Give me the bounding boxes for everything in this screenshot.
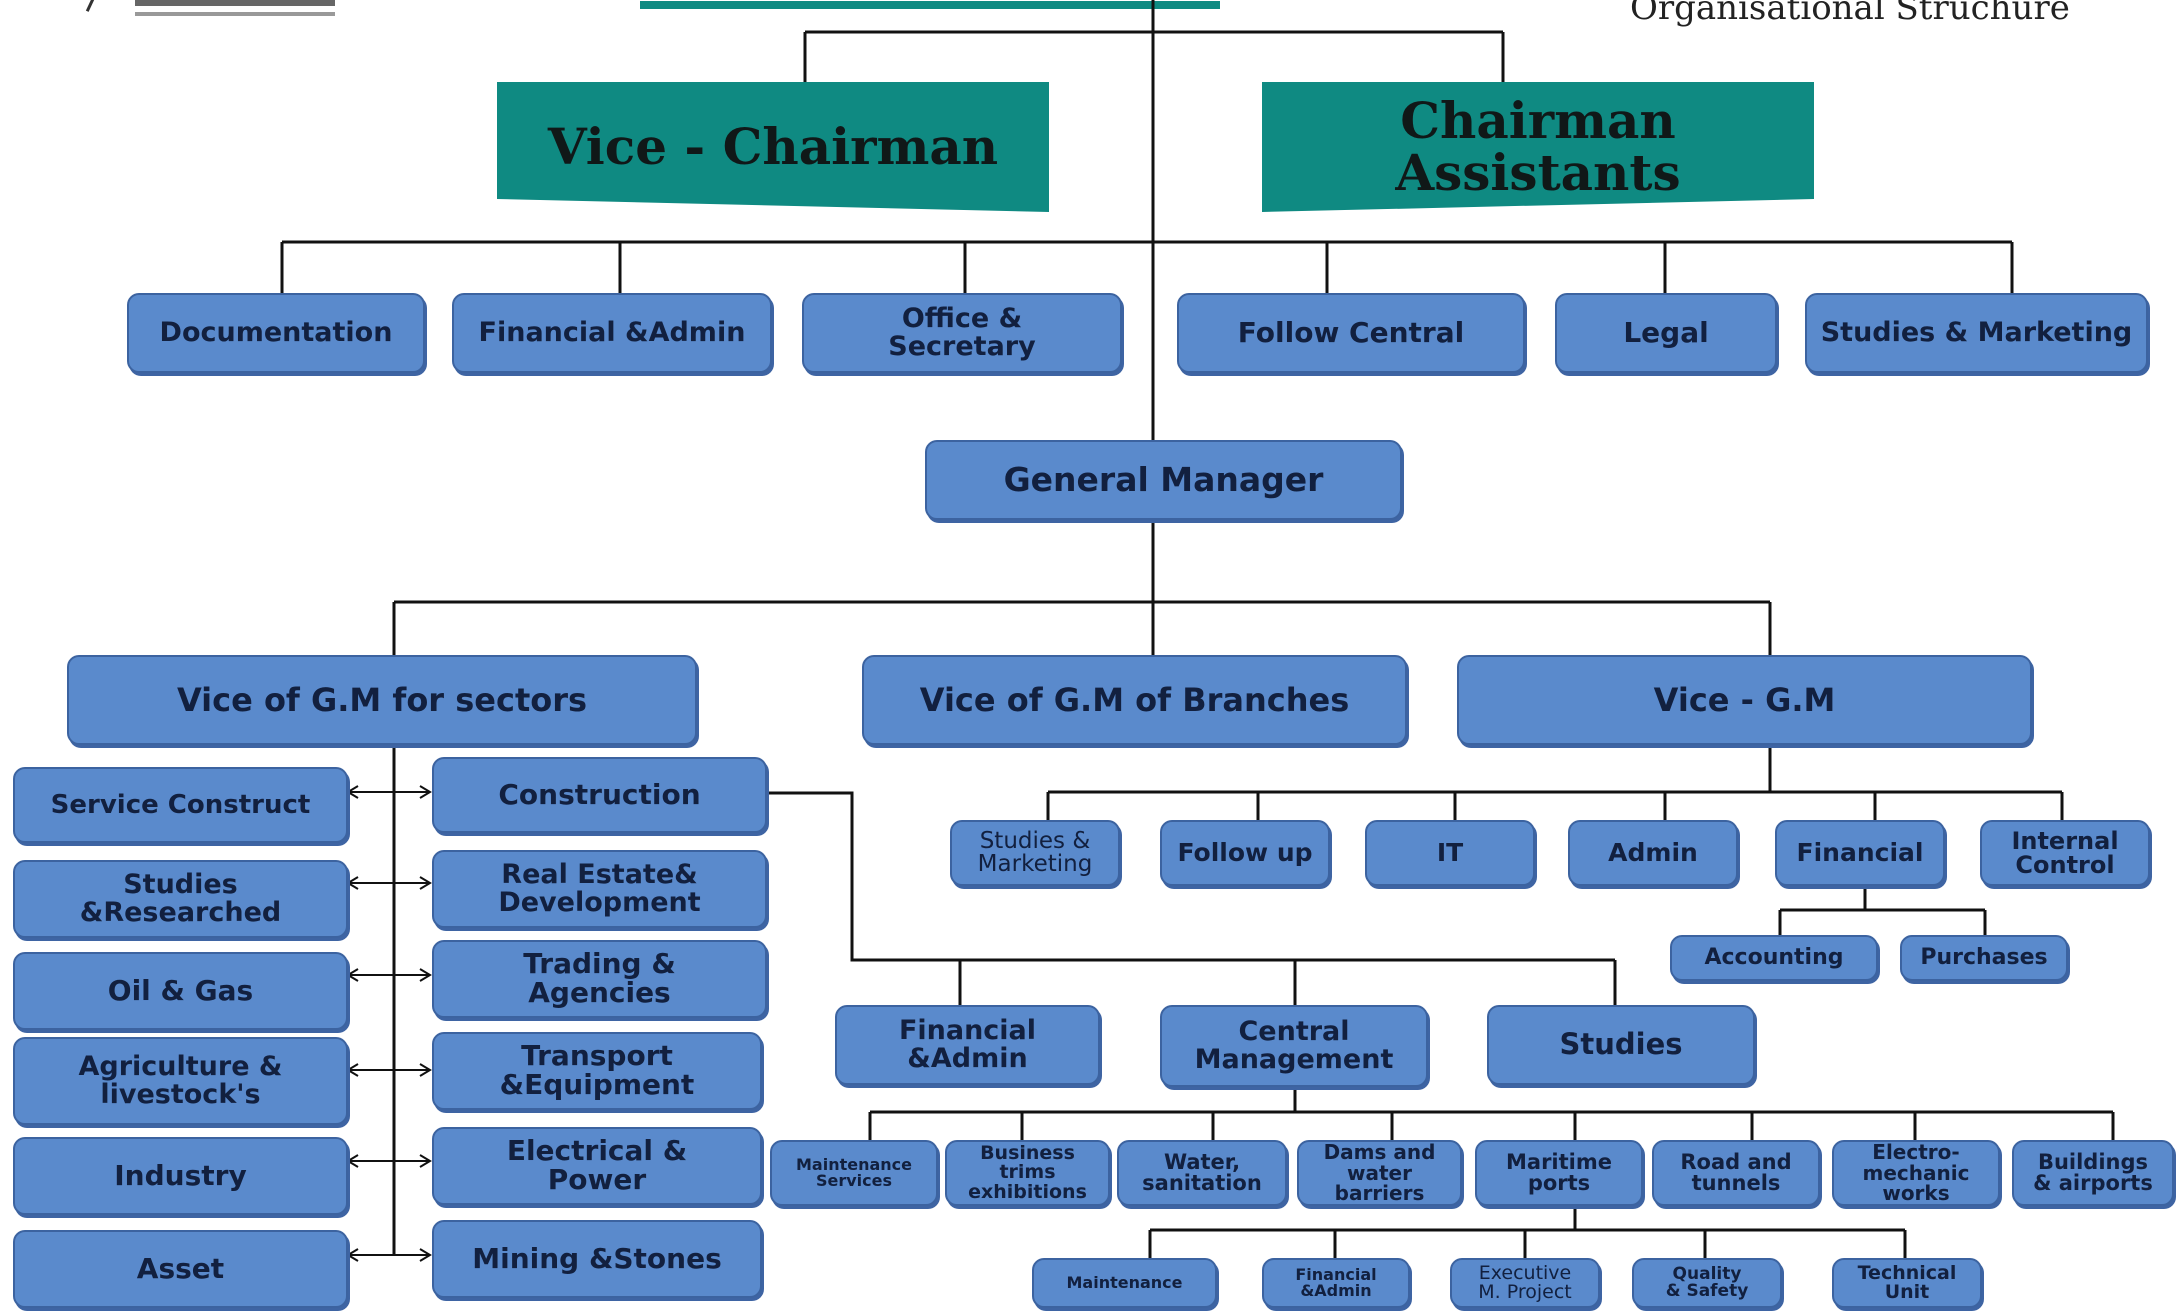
node-studies[interactable]: Studies: [1487, 1005, 1755, 1085]
node-vgm-financial[interactable]: Financial: [1775, 820, 1945, 886]
node-asset[interactable]: Asset: [13, 1230, 348, 1308]
node-agriculture-livestock[interactable]: Agriculture & livestock's: [13, 1037, 348, 1125]
node-electrical-power[interactable]: Electrical & Power: [432, 1127, 762, 1205]
node-construction-financial-admin[interactable]: Financial &Admin: [835, 1005, 1100, 1085]
node-documentation[interactable]: Documentation: [127, 293, 425, 373]
node-dams-water-barriers[interactable]: Dams and water barriers: [1297, 1140, 1462, 1206]
node-vgm-admin[interactable]: Admin: [1568, 820, 1738, 886]
node-follow-central[interactable]: Follow Central: [1177, 293, 1525, 373]
chairman-assistants-banner: Chairman Assistants: [1262, 82, 1814, 212]
node-trading-agencies[interactable]: Trading & Agencies: [432, 940, 767, 1018]
node-vice-gm-branches[interactable]: Vice of G.M of Branches: [862, 655, 1407, 745]
node-technical-unit[interactable]: Technical Unit: [1832, 1258, 1982, 1308]
node-vice-gm[interactable]: Vice - G.M: [1457, 655, 2032, 745]
node-transport-equipment[interactable]: Transport &Equipment: [432, 1032, 762, 1110]
node-studies-marketing[interactable]: Studies & Marketing: [1805, 293, 2148, 373]
node-maintenance-services[interactable]: Maintenance Services: [770, 1140, 938, 1206]
node-buildings-airports[interactable]: Buildings & airports: [2012, 1140, 2174, 1206]
node-general-manager[interactable]: General Manager: [925, 440, 1402, 520]
node-vgm-studies-marketing[interactable]: Studies & Marketing: [950, 820, 1120, 886]
node-financial-admin[interactable]: Financial &Admin: [452, 293, 772, 373]
page-title: Organisational Struchure: [1630, 0, 2070, 28]
node-vgm-follow-up[interactable]: Follow up: [1160, 820, 1330, 886]
node-quality-safety[interactable]: Quality & Safety: [1632, 1258, 1782, 1308]
node-vgm-it[interactable]: IT: [1365, 820, 1535, 886]
node-industry[interactable]: Industry: [13, 1137, 348, 1215]
node-business-trims-exhibitions[interactable]: Business trims exhibitions: [945, 1140, 1110, 1206]
node-executive-project[interactable]: Executive M. Project: [1450, 1258, 1600, 1308]
node-studies-researched[interactable]: Studies &Researched: [13, 860, 348, 938]
node-electro-mechanic-works[interactable]: Electro- mechanic works: [1832, 1140, 2000, 1206]
node-real-estate-development[interactable]: Real Estate& Development: [432, 850, 767, 928]
node-bottom-financial-admin[interactable]: Financial &Admin: [1262, 1258, 1410, 1308]
node-oil-gas[interactable]: Oil & Gas: [13, 952, 348, 1030]
node-central-management[interactable]: Central Management: [1160, 1005, 1428, 1087]
node-water-sanitation[interactable]: Water, sanitation: [1117, 1140, 1287, 1206]
node-service-construct[interactable]: Service Construct: [13, 767, 348, 843]
node-vice-gm-sectors[interactable]: Vice of G.M for sectors: [67, 655, 697, 745]
node-maritime-ports[interactable]: Maritime ports: [1475, 1140, 1643, 1206]
vice-chairman-banner: Vice - Chairman: [497, 82, 1049, 212]
node-construction[interactable]: Construction: [432, 757, 767, 833]
logo-mark-icon: [85, 0, 124, 23]
node-purchases[interactable]: Purchases: [1900, 935, 2068, 981]
node-mining-stones[interactable]: Mining &Stones: [432, 1220, 762, 1298]
node-legal[interactable]: Legal: [1555, 293, 1777, 373]
node-accounting[interactable]: Accounting: [1670, 935, 1878, 981]
node-road-tunnels[interactable]: Road and tunnels: [1652, 1140, 1820, 1206]
logo-text-line: [135, 0, 335, 6]
node-maintenance[interactable]: Maintenance: [1032, 1258, 1217, 1308]
node-vgm-internal-control[interactable]: Internal Control: [1980, 820, 2150, 886]
company-logo: [80, 0, 340, 24]
node-office-secretary[interactable]: Office & Secretary: [802, 293, 1122, 373]
logo-text-line: [135, 12, 335, 16]
